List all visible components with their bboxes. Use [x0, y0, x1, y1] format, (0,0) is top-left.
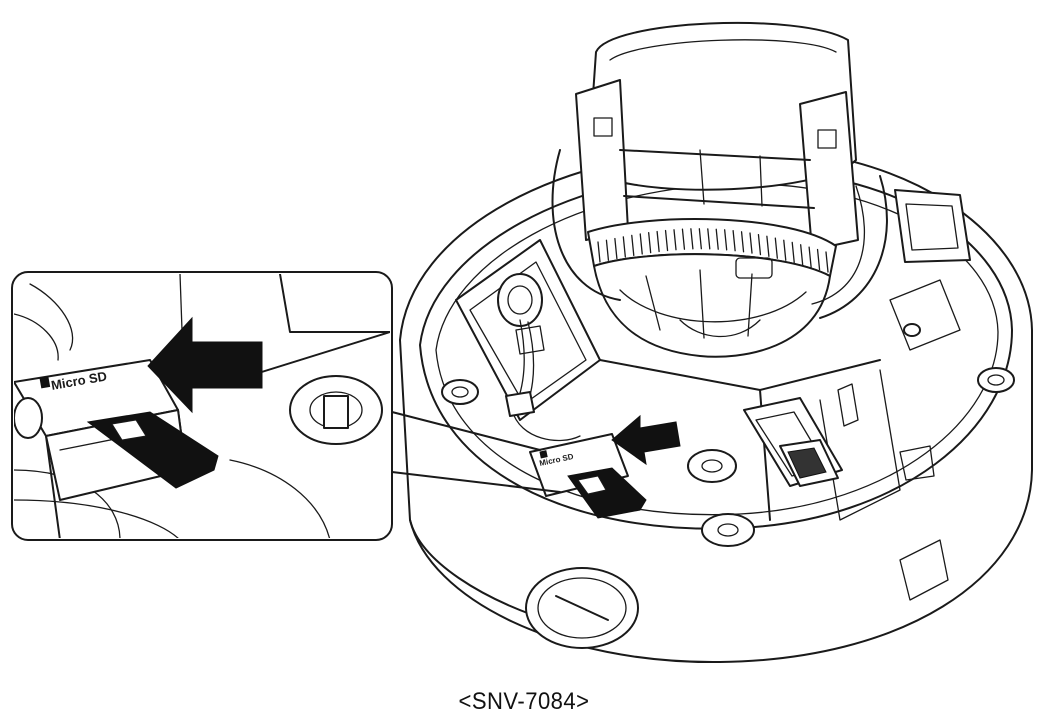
- gear-tooth: [664, 229, 669, 252]
- gear-tooth: [707, 228, 711, 250]
- gear-tooth: [774, 237, 778, 259]
- gear-tooth: [698, 228, 702, 250]
- gear-tooth: [690, 228, 694, 250]
- main-insert-arrow-icon: [611, 414, 681, 466]
- inset-insert-arrow-icon: [147, 316, 263, 414]
- gear-tooth: [631, 234, 635, 257]
- gear-tooth: [622, 236, 626, 258]
- gear-tooth: [816, 248, 821, 271]
- gear-tooth: [800, 244, 804, 266]
- gear-tooth: [766, 235, 770, 257]
- gear-tooth: [614, 237, 618, 260]
- gear-tooth: [749, 232, 753, 254]
- gear-tooth: [681, 228, 686, 250]
- gear-teeth: [597, 228, 829, 273]
- gear-tooth: [740, 231, 745, 253]
- gear-tooth: [825, 251, 829, 273]
- main-micro-sd-card: [567, 467, 647, 519]
- gear-tooth: [724, 229, 728, 251]
- gear-tooth: [715, 228, 719, 250]
- gear-tooth: [732, 230, 736, 252]
- connector-block: [743, 397, 935, 487]
- figure-caption: <SNV-7084>: [458, 688, 590, 715]
- screw-bosses: [441, 367, 1015, 547]
- cable-bundle: [505, 319, 761, 442]
- gear-tooth: [648, 232, 652, 254]
- gear-tooth: [808, 246, 812, 268]
- gear-tooth: [673, 229, 677, 251]
- magnified-inset: Micro SD: [11, 271, 561, 541]
- camera-sd-card-installation-illustration: Micro SD: [11, 21, 1033, 664]
- gear-tooth: [597, 241, 601, 263]
- camera-module: [551, 21, 888, 358]
- gear-tooth: [605, 239, 610, 261]
- gear-tooth: [639, 233, 643, 255]
- gear-tooth: [791, 241, 795, 264]
- gear-tooth: [656, 230, 660, 253]
- gear-tooth: [757, 233, 762, 256]
- gear-tooth: [783, 239, 787, 261]
